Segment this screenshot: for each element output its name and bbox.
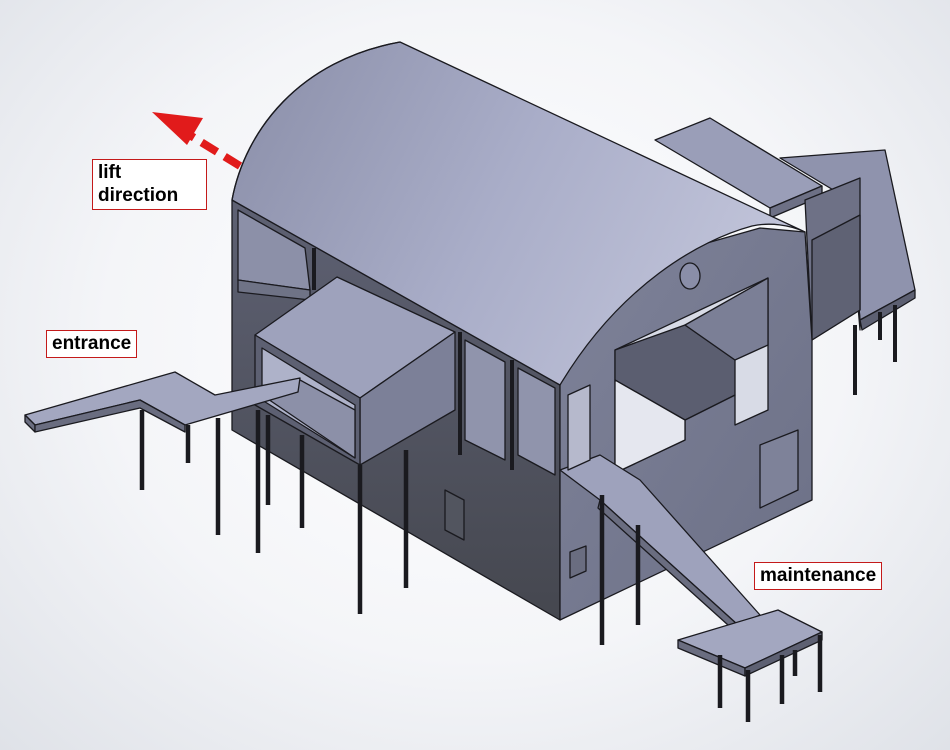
maintenance-landing xyxy=(677,609,823,677)
maintenance-text: maintenance xyxy=(760,565,877,586)
support-columns xyxy=(139,410,823,722)
maintenance-label: maintenance xyxy=(754,562,883,590)
entrance-ramp xyxy=(24,371,301,433)
end-window xyxy=(569,545,587,579)
entrance-label: entrance xyxy=(46,330,138,358)
upper-right-box xyxy=(654,117,861,341)
gable-vent xyxy=(679,262,701,290)
entrance-box xyxy=(254,276,456,466)
lift-direction-text: lift direction xyxy=(98,162,179,206)
side-door xyxy=(444,489,465,541)
entrance-text: entrance xyxy=(52,333,132,354)
lift-direction-arrow xyxy=(152,112,243,170)
maintenance-door xyxy=(759,429,799,509)
lift-direction-label: lift direction xyxy=(92,159,207,210)
